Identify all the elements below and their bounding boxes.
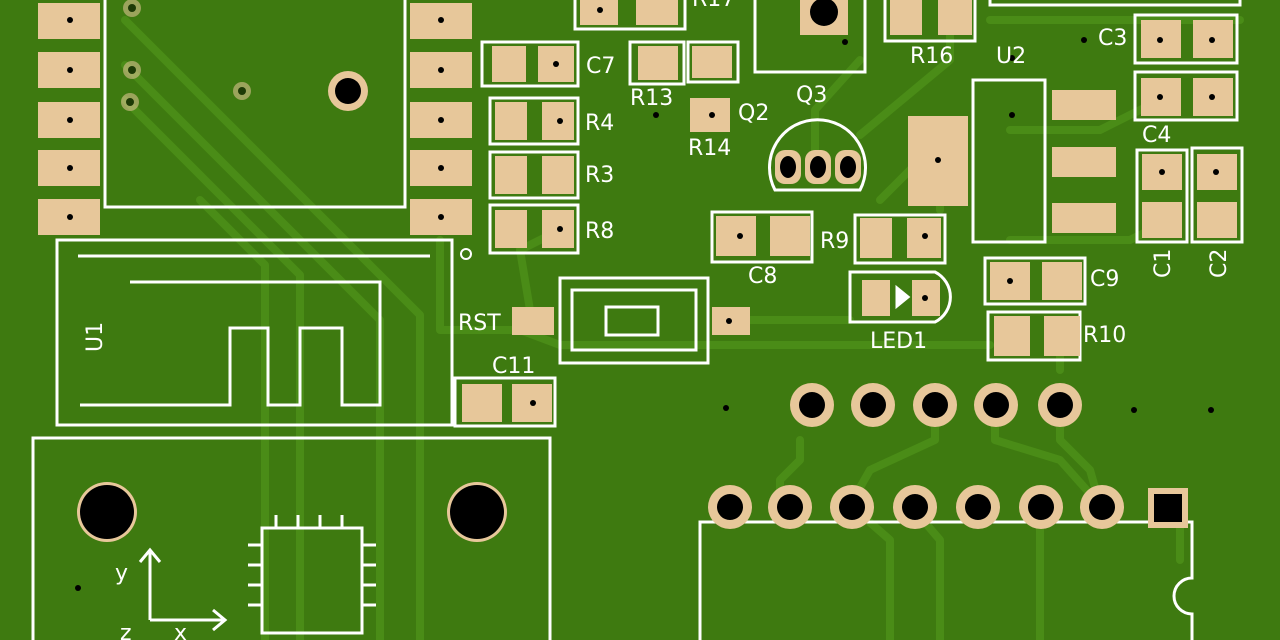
q3-outline-top: [753, 0, 867, 74]
top-right-outline: [988, 0, 1242, 7]
sensor-chip-outline: [260, 526, 364, 635]
label-r8: R8: [585, 219, 614, 244]
label-c4: C4: [1142, 123, 1171, 148]
label-r4: R4: [585, 111, 614, 136]
label-r3: R3: [585, 163, 614, 188]
pads: [38, 0, 1237, 528]
label-r9: R9: [820, 229, 849, 254]
vias: [121, 0, 251, 111]
label-c9: C9: [1090, 267, 1119, 292]
label-rst: RST: [458, 311, 501, 336]
label-c11: C11: [492, 354, 535, 379]
label-r13: R13: [630, 86, 673, 111]
dip-connector-outline: [698, 520, 1194, 640]
u1-antenna-trace: [80, 280, 382, 407]
drill-dots: [67, 7, 1219, 591]
label-c3: C3: [1098, 26, 1127, 51]
label-u1: U1: [83, 322, 108, 352]
label-r14: R14: [688, 136, 731, 161]
label-c7: C7: [586, 54, 615, 79]
u1-antenna-area: [55, 238, 454, 427]
label-r16: R16: [910, 44, 953, 69]
q3-outline: [768, 118, 867, 192]
led1-arrow: [895, 284, 911, 310]
axis-arrows: [138, 547, 228, 632]
label-axis-z: z: [120, 621, 132, 640]
silkscreen-labels: R17 R16 C7 R13 Q2 R14 Q3 U2 C3 C4 R4 R3 …: [83, 0, 1232, 640]
label-led1: LED1: [870, 329, 927, 354]
sensor-module-outline: [31, 436, 552, 640]
u2-outline: [971, 78, 1047, 244]
label-q3: Q3: [796, 83, 827, 108]
label-axis-y: y: [115, 561, 128, 586]
label-q2: Q2: [738, 101, 769, 126]
sensor-chip-pins: [248, 515, 376, 607]
label-r17: R17: [692, 0, 735, 12]
label-axis-x: x: [174, 621, 187, 640]
rst-switch-outline: [558, 276, 710, 365]
label-c2: C2: [1207, 249, 1232, 278]
u1-shield-outline: [103, 0, 407, 209]
label-c1: C1: [1151, 249, 1176, 278]
label-u2: U2: [996, 44, 1026, 69]
led1-outline: [848, 270, 952, 324]
silkscreen-outlines: [31, 0, 1244, 640]
rst-switch-actuator: [604, 305, 660, 337]
mounting-holes: [77, 482, 507, 542]
through-hole-pads: [328, 0, 1182, 529]
label-r10: R10: [1083, 323, 1126, 348]
label-c8: C8: [748, 264, 777, 289]
